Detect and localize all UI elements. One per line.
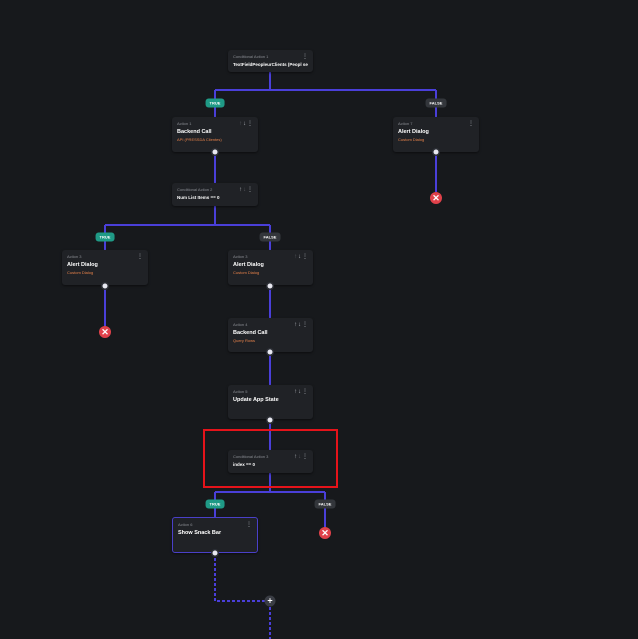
node-label: Action 4	[233, 322, 248, 327]
arrow-up-icon[interactable]: ↑	[239, 187, 243, 193]
connector-dashed	[214, 553, 271, 639]
add-action-dot[interactable]	[267, 417, 273, 423]
action-5-card[interactable]: Action 5 Update App State ↑↓⋮	[228, 385, 313, 419]
node-title: Show Snack Bar	[178, 530, 222, 536]
node-label: Conditional Action 2	[177, 187, 213, 192]
node-label: Action 5	[233, 389, 248, 394]
arrow-up-icon[interactable]: ↑	[294, 389, 298, 395]
node-title: Alert Dialog	[67, 262, 98, 268]
node-condition: Num List Items == 0	[177, 195, 220, 200]
action-3-true-card[interactable]: Action 3 Alert Dialog Custom Dialog ⋮	[62, 250, 148, 285]
add-action-button[interactable]: +	[264, 595, 276, 607]
action-3-false-card[interactable]: Action 3 Alert Dialog Custom Dialog ↑↓⋮	[228, 250, 313, 285]
node-detail: Custom Dialog	[67, 270, 94, 275]
true-branch-badge: TRUE	[205, 499, 225, 509]
node-label: Action 1	[177, 121, 192, 126]
add-action-dot[interactable]	[433, 149, 439, 155]
more-icon[interactable]: ⋮	[302, 54, 309, 60]
connector	[104, 152, 437, 326]
node-condition: index == 0	[233, 462, 256, 467]
node-detail: Custom Dialog	[233, 270, 260, 275]
arrow-down-icon[interactable]: ↓	[298, 454, 302, 460]
add-action-dot[interactable]	[212, 550, 218, 556]
node-label: Action 7	[398, 121, 413, 126]
connector	[214, 286, 326, 527]
more-icon[interactable]: ⋮	[302, 254, 309, 260]
more-icon[interactable]: ⋮	[302, 389, 309, 395]
false-branch-badge: FALSE	[259, 232, 281, 242]
connector	[214, 72, 437, 117]
terminate-icon: ✕	[430, 192, 442, 204]
arrow-down-icon[interactable]: ↓	[298, 389, 302, 395]
conditional-action-3-card[interactable]: Conditional Action 3 index == 0 ↑↓⋮	[228, 450, 313, 473]
false-branch-badge: FALSE	[425, 98, 447, 108]
node-label: Action 6	[178, 522, 193, 527]
conditional-action-2-card[interactable]: Conditional Action 2 Num List Items == 0…	[172, 183, 258, 206]
more-icon[interactable]: ⋮	[302, 454, 309, 460]
arrow-up-icon[interactable]: ↑	[294, 454, 298, 460]
add-action-dot[interactable]	[267, 349, 273, 355]
more-icon[interactable]: ⋮	[137, 254, 144, 260]
action-4-card[interactable]: Action 4 Backend Call Query Rows ↑↓⋮	[228, 318, 313, 352]
add-action-dot[interactable]	[102, 283, 108, 289]
node-title: Backend Call	[233, 330, 268, 336]
arrow-up-icon[interactable]: ↑	[294, 322, 298, 328]
node-detail: Custom Dialog	[398, 137, 425, 142]
node-label: Action 3	[67, 254, 82, 259]
more-icon[interactable]: ⋮	[468, 121, 475, 127]
true-branch-badge: TRUE	[205, 98, 225, 108]
node-detail: Query Rows	[233, 338, 256, 343]
more-icon[interactable]: ⋮	[247, 187, 254, 193]
false-branch-badge: FALSE	[314, 499, 336, 509]
node-detail: API (PRESSDA Clientes)	[177, 137, 222, 142]
node-title: Alert Dialog	[398, 129, 429, 135]
conditional-action-1-card[interactable]: Conditional Action 1 TextFieldPeopleurCl…	[228, 50, 313, 72]
arrow-down-icon[interactable]: ↓	[298, 254, 302, 260]
node-title: Backend Call	[177, 129, 212, 135]
action-1-card[interactable]: Action 1 Backend Call API (PRESSDA Clien…	[172, 117, 258, 152]
true-branch-badge: TRUE	[95, 232, 115, 242]
terminate-icon: ✕	[319, 527, 331, 539]
more-icon[interactable]: ⋮	[247, 121, 254, 127]
action-7-card[interactable]: Action 7 Alert Dialog Custom Dialog ⋮	[393, 117, 479, 152]
add-action-dot[interactable]	[212, 149, 218, 155]
more-icon[interactable]: ⋮	[302, 322, 309, 328]
node-condition: TextFieldPeopleurClients (Peopl se...	[233, 62, 308, 67]
terminate-icon: ✕	[99, 326, 111, 338]
arrow-down-icon[interactable]: ↓	[298, 322, 302, 328]
add-action-dot[interactable]	[267, 283, 273, 289]
node-title: Update App State	[233, 397, 279, 403]
connector	[104, 152, 271, 250]
action-6-card[interactable]: Action 6 Show Snack Bar ⋮	[172, 517, 258, 553]
node-label: Action 3	[233, 254, 248, 259]
node-label: Conditional Action 3	[233, 454, 269, 459]
arrow-up-icon[interactable]: ↑	[294, 254, 298, 260]
highlight-box	[203, 429, 338, 488]
arrow-down-icon[interactable]: ↓	[243, 121, 247, 127]
arrow-down-icon[interactable]: ↓	[243, 187, 247, 193]
arrow-up-icon[interactable]: ↑	[239, 121, 243, 127]
node-title: Alert Dialog	[233, 262, 264, 268]
node-label: Conditional Action 1	[233, 54, 269, 59]
more-icon[interactable]: ⋮	[246, 522, 253, 528]
